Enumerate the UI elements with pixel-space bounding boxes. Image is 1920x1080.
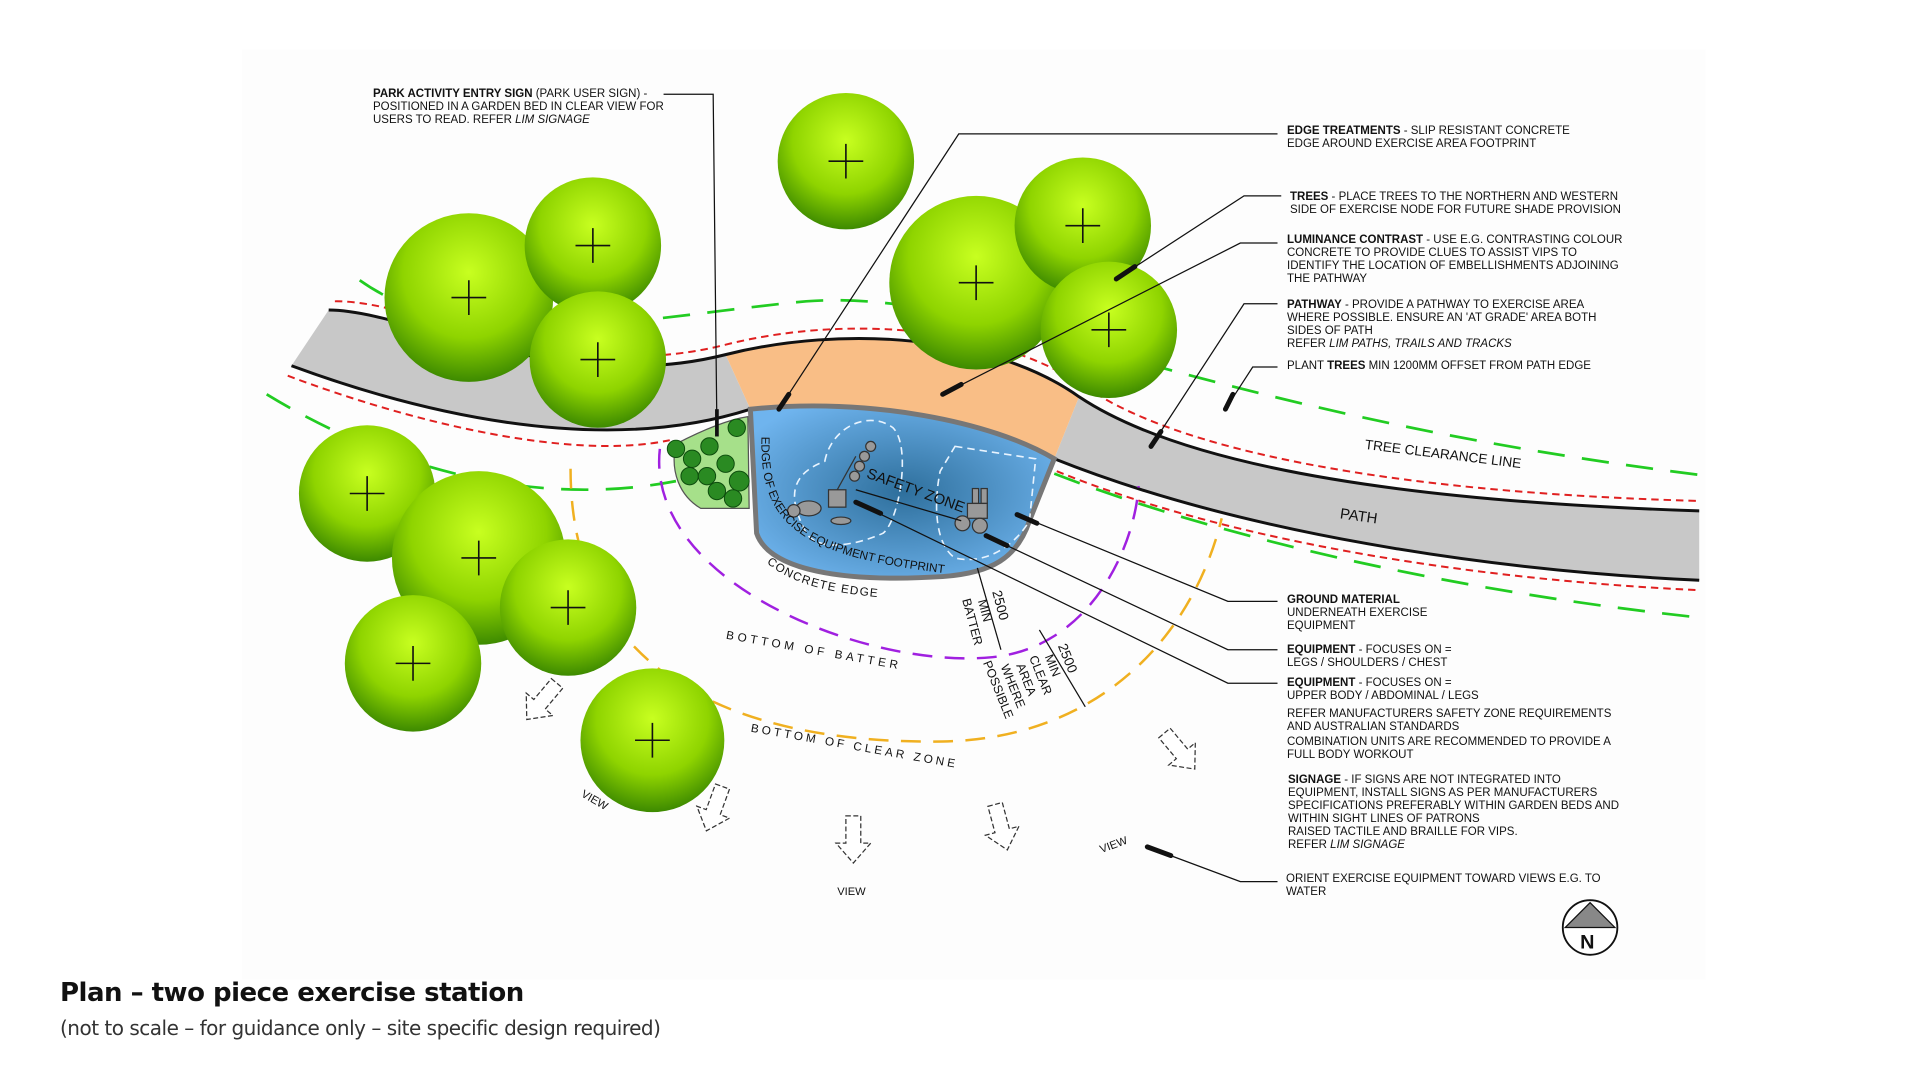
note-plant-trees: PLANT TREES MIN 1200MM OFFSET FROM PATH … [1287,360,1591,373]
note-heading: EDGE TREATMENTS [1287,125,1401,137]
note-heading: LUMINANCE CONTRAST [1287,234,1424,246]
note-heading: EQUIPMENT [1287,644,1356,656]
tree-icon [529,291,667,428]
note-heading: PATHWAY [1287,299,1342,311]
note-heading: PARK ACTIVITY ENTRY SIGN [373,88,533,100]
note-heading: SIGNAGE [1288,774,1342,786]
note-heading: GROUND MATERIAL [1287,594,1400,606]
note-orient-equipment: ORIENT EXERCISE EQUIPMENT TOWARD VIEWS E… [1286,873,1601,898]
path-offset-south [287,374,1700,592]
dim-batter-line [976,567,1002,650]
path-edge-south [290,364,1700,582]
svg-text:MIN: MIN [975,598,994,624]
trees [298,92,1178,813]
bottom-of-batter-line [657,448,1140,660]
leader-lines [663,93,1282,883]
svg-text:N: N [1580,932,1594,954]
path-surface-east [1054,396,1700,581]
note-text: - IF SIGNS ARE NOT INTEGRATED INTO EQUIP… [1288,774,1620,851]
view-arrow-icon [983,801,1021,851]
note-reference: LIM SIGNAGE [515,114,590,126]
tree-icon [1014,157,1152,294]
tree-icon [1040,261,1178,399]
garden-bed [666,415,750,510]
note-reference: LIM PATHS, TRAILS AND TRACKS [1329,338,1512,350]
note-luminance-contrast: LUMINANCE CONTRAST - USE E.G. CONTRASTIN… [1287,234,1622,286]
svg-text:2500: 2500 [989,589,1011,623]
note-combination-units: COMBINATION UNITS ARE RECOMMENDED TO PRO… [1287,736,1611,761]
tree-clearance-line-south [265,393,677,492]
note-reference: LIM SIGNAGE [1330,839,1405,851]
safety-zone-dim [855,489,962,522]
tree-icon [344,595,482,732]
note-signage: SIGNAGE - IF SIGNS ARE NOT INTEGRATED IN… [1288,774,1619,852]
view-arrow-icon [834,815,873,864]
tree-icon [524,177,662,314]
exercise-equipment-upper-body [786,440,877,526]
note-text: - SLIP RESISTANT CONCRETE EDGE AROUND EX… [1287,125,1570,150]
north-arrow-icon: N [1561,899,1619,956]
tree-icon [384,213,554,382]
caption-subtitle: (not to scale – for guidance only – site… [60,1016,661,1040]
note-refer-manufacturers: REFER MANUFACTURERS SAFETY ZONE REQUIREM… [1287,708,1612,733]
view-label-south: VIEW [837,886,866,898]
tree-clearance-line-north [358,279,1700,477]
note-trees: TREES - PLACE TREES TO THE NORTHERN AND … [1290,191,1621,217]
dim-clear-line [1038,629,1086,708]
note-text: - FOCUSES ON = LEGS / SHOULDERS / CHEST [1287,644,1452,669]
note-heading: EQUIPMENT [1287,677,1356,689]
note-text: PLANT [1287,360,1328,372]
note-text: (PARK USER SIGN) - POSITIONED IN A GARDE… [373,88,664,126]
leader-ends [776,264,1236,859]
view-arrow-icon [525,677,564,721]
note-equipment-legs-shoulders: EQUIPMENT - FOCUSES ON = LEGS / SHOULDER… [1287,644,1452,670]
note-park-activity-entry-sign: PARK ACTIVITY ENTRY SIGN (PARK USER SIGN… [373,88,664,127]
note-heading: TREES [1290,191,1329,203]
note-text: MIN 1200MM OFFSET FROM PATH EDGE [1365,360,1591,372]
view-arrow-icon [695,783,731,832]
path-label: PATH [1339,506,1378,527]
safety-zone-left [793,419,904,546]
note-text: - USE E.G. CONTRASTING COLOUR CONCRETE T… [1287,234,1623,285]
view-arrow-icon [1157,727,1196,770]
tree-icon [580,668,725,813]
caption-title: Plan – two piece exercise station [60,978,524,1008]
exercise-equipment-footprint [747,403,1058,581]
note-text: - PROVIDE A PATHWAY TO EXERCISE AREA WHE… [1287,299,1597,350]
note-text: - PLACE TREES TO THE NORTHERN AND WESTER… [1290,191,1621,216]
tree-clearance-line-south-east [1053,472,1700,619]
note-text: UNDERNEATH EXERCISE EQUIPMENT [1287,607,1428,632]
note-heading: TREES [1327,360,1366,372]
tree-icon [777,92,915,230]
note-ground-material: GROUND MATERIAL UNDERNEATH EXERCISE EQUI… [1287,594,1427,633]
tree-icon [499,539,637,676]
note-text: - FOCUSES ON = UPPER BODY / ABDOMINAL / … [1287,677,1479,702]
note-pathway: PATHWAY - PROVIDE A PATHWAY TO EXERCISE … [1287,299,1596,351]
note-equipment-upper-body: EQUIPMENT - FOCUSES ON = UPPER BODY / AB… [1287,677,1479,703]
view-arrows [525,677,1196,864]
note-edge-treatments: EDGE TREATMENTS - SLIP RESISTANT CONCRET… [1287,125,1570,151]
